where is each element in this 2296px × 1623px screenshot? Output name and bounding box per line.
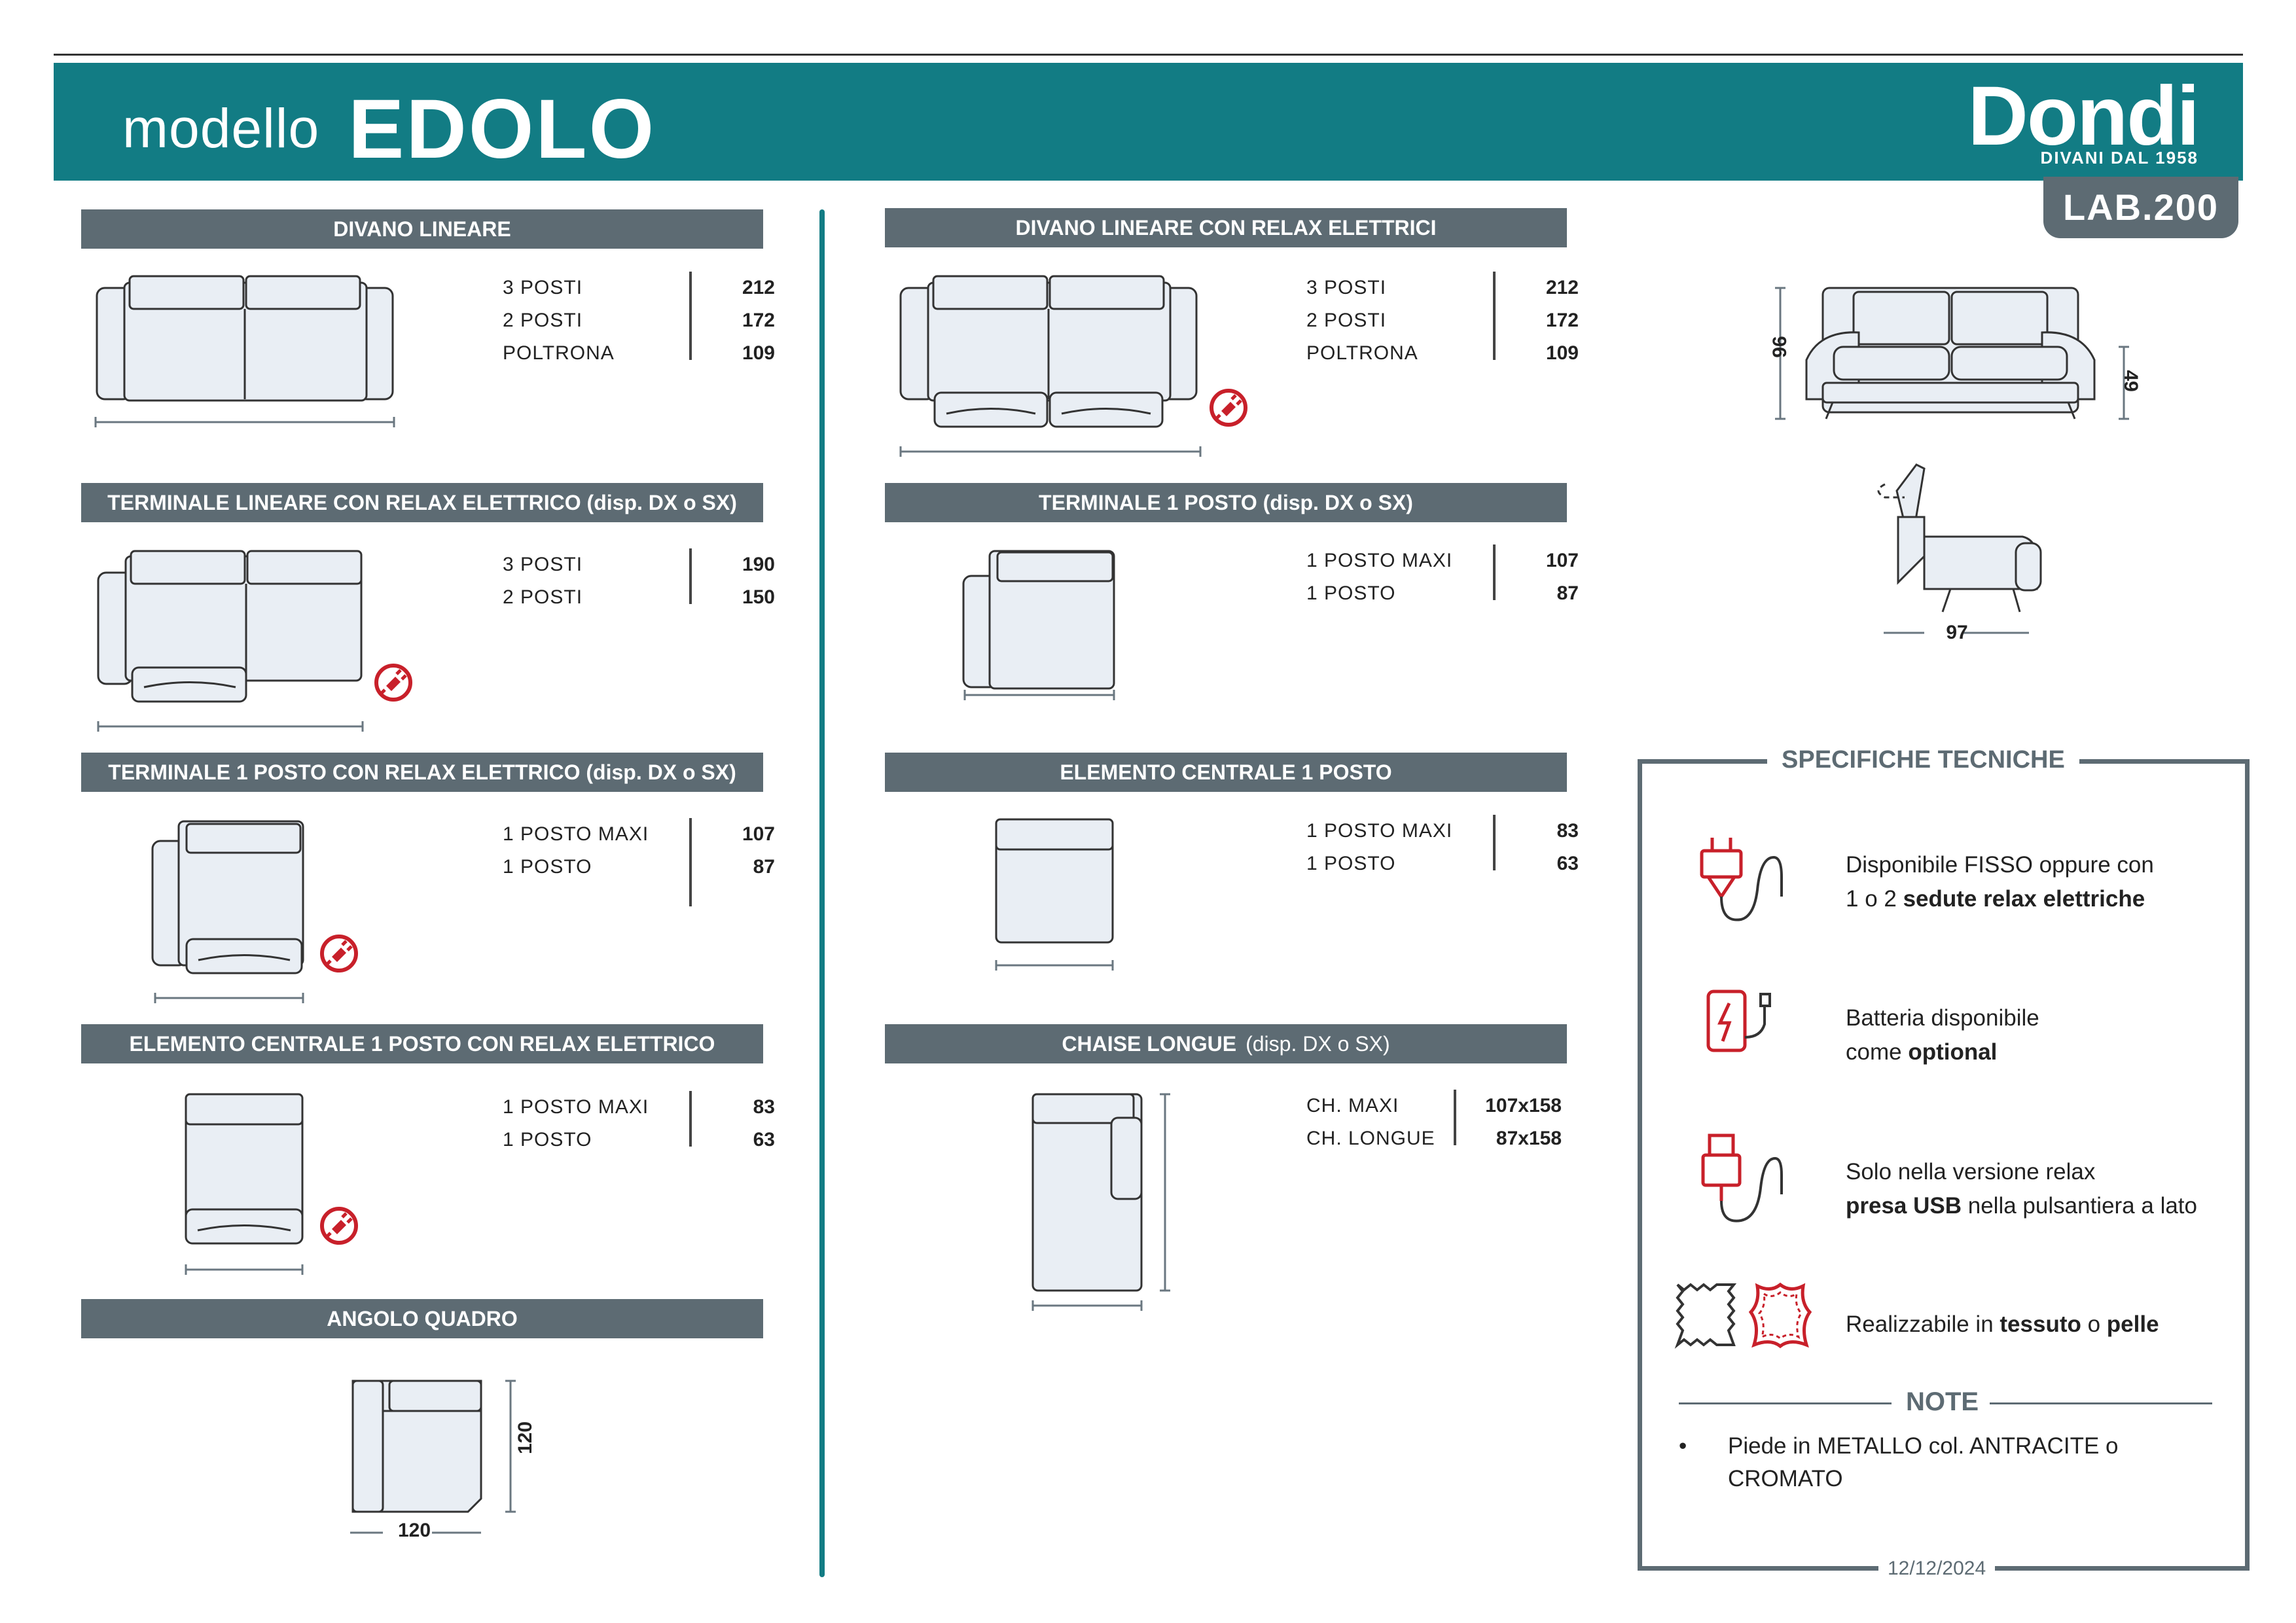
header-banner: modello EDOLO Dondi DIVANI DAL 1958 [54, 63, 2243, 181]
note-rule-left [1679, 1402, 1892, 1404]
note-title: NOTE [1906, 1387, 1979, 1416]
note-rule-right [1990, 1402, 2212, 1404]
relax-plug-icon [1210, 389, 1247, 427]
spec-usb-text: Solo nella versione relax presa USB nell… [1846, 1159, 2197, 1219]
section-title-elemento-centrale: ELEMENTO CENTRALE 1 POSTO [885, 753, 1567, 792]
section-title-divano-lineare: DIVANO LINEARE [81, 209, 763, 249]
seat-height-label: 49 [2120, 370, 2142, 392]
battery-icon [1706, 990, 1771, 1052]
corner-width-label: 120 [397, 1520, 431, 1541]
power-plug-icon [1700, 838, 1783, 921]
relax-plug-icon [374, 664, 412, 702]
section-title-terminale-1-posto: TERMINALE 1 POSTO (disp. DX o SX) [885, 483, 1567, 522]
relax-plug-icon [320, 1207, 358, 1245]
height-label: 96 [1769, 336, 1791, 358]
column-divider [819, 209, 825, 1577]
section-title-divano-relax: DIVANO LINEARE CON RELAX ELETTRICI [885, 208, 1567, 247]
central-seat-drawing [995, 818, 1114, 971]
depth-label: 97 [1946, 622, 1968, 643]
sofa-3-seat-drawing [94, 275, 395, 427]
brand-tagline: DIVANI DAL 1958 [2040, 148, 2198, 168]
note-item: Piede in METALLO col. ANTRACITE o CROMAT… [1728, 1433, 2119, 1491]
corner-drawing [350, 1380, 516, 1534]
section-title-elemento-centrale-relax: ELEMENTO CENTRALE 1 POSTO CON RELAX ELET… [81, 1024, 763, 1063]
relax-plug-icon [320, 935, 358, 972]
brand-logo: Dondi [1967, 69, 2200, 163]
sofa-front-elevation-drawing [1775, 287, 2129, 420]
note-bullet: • [1679, 1433, 1687, 1459]
terminal-1-seat-relax-drawing [151, 820, 304, 1003]
section-title-chaise-longue: CHAISE LONGUE(disp. DX o SX) [885, 1024, 1567, 1063]
chaise-longue-drawing [1031, 1093, 1170, 1311]
terminal-sofa-drawing [97, 550, 364, 732]
model-label: modello [122, 98, 320, 159]
top-rule [54, 54, 2243, 56]
spec-relax-text: Disponibile FISSO oppure con 1 o 2 sedut… [1846, 852, 2154, 912]
central-seat-relax-drawing [185, 1093, 304, 1275]
section-title-terminale-1-posto-relax: TERMINALE 1 POSTO CON RELAX ELETTRICO (d… [81, 753, 763, 792]
specs-title: SPECIFICHE TECNICHE [1767, 746, 2079, 774]
section-title-angolo-quadro: ANGOLO QUADRO [81, 1299, 763, 1338]
document-date: 12/12/2024 [1878, 1558, 1996, 1580]
corner-depth-label: 120 [514, 1421, 536, 1455]
usb-plug-icon [1701, 1133, 1783, 1222]
section-title-terminale-lineare-relax: TERMINALE LINEARE CON RELAX ELETTRICO (d… [81, 483, 763, 522]
fabric-leather-icon [1674, 1282, 1812, 1349]
recliner-side-drawing [1877, 463, 2042, 634]
spec-battery-text: Batteria disponibile come optional [1846, 1005, 2039, 1065]
terminal-1-seat-drawing [962, 550, 1115, 700]
model-name: EDOLO [348, 82, 656, 176]
relax-sofa-drawing [899, 275, 1202, 457]
spec-material-text: Realizzabile in tessuto o pelle [1846, 1311, 2159, 1337]
lab-code-badge: LAB.200 [2043, 177, 2238, 238]
